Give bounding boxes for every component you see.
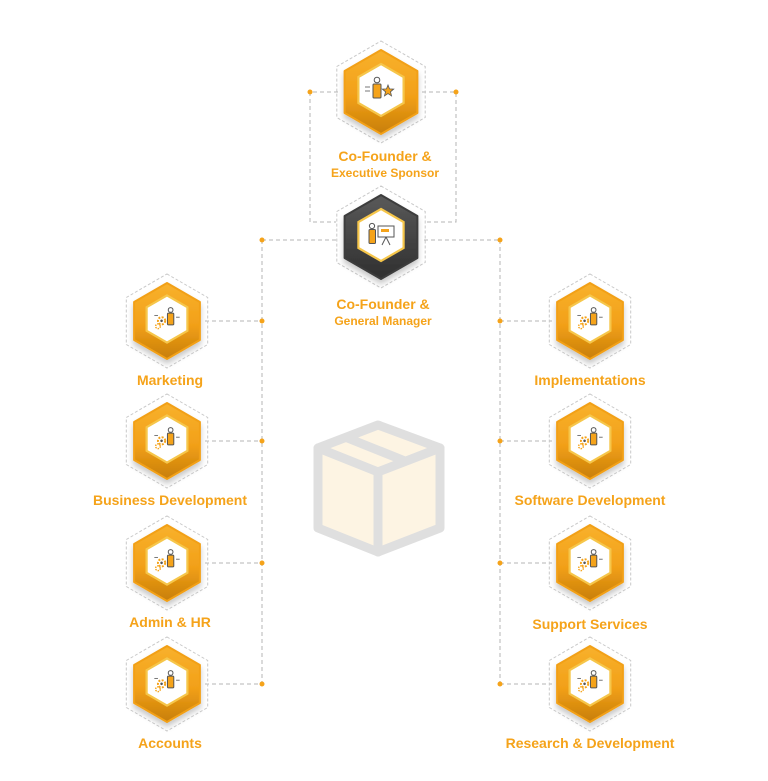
node-label-business-development: Business Development [70,492,270,508]
connector-left-branches [205,320,262,685]
node-marketing [125,273,209,369]
node-label-executive-sponsor: Co-Founder & Executive Sponsor [310,148,460,180]
person-gears-icon [154,427,180,450]
support-services-label: Support Services [532,616,648,632]
marketing-label: Marketing [136,372,204,388]
connector-sponsor-right [422,91,457,223]
node-label-implementations: Implementations [490,372,690,388]
node-research-development [548,636,632,732]
node-executive-sponsor [336,40,426,144]
person-gears-icon [577,307,603,330]
connector-dots [259,89,503,687]
business-development-label: Business Development [92,492,248,508]
presentation-board-icon [368,222,395,246]
person-gears-icon [154,307,180,330]
node-label-support-services: Support Services [490,616,690,632]
person-gears-icon [154,549,180,572]
general-manager-subtitle: General Manager [334,314,432,328]
connectors [205,91,552,685]
executive-sponsor-title: Co-Founder & [338,148,432,164]
person-gears-icon [577,670,603,693]
node-business-development [125,393,209,489]
box-icon [313,420,445,557]
node-software-development [548,393,632,489]
node-label-marketing: Marketing [70,372,270,388]
node-label-general-manager: Co-Founder & General Manager [308,296,458,328]
admin-hr-label: Admin & HR [129,614,211,630]
person-gears-icon [577,549,603,572]
executive-sponsor-subtitle: Executive Sponsor [330,166,440,180]
node-label-software-development: Software Development [490,492,690,508]
research-development-label: Research & Development [505,735,675,751]
node-support-services [548,515,632,611]
node-implementations [548,273,632,369]
node-label-accounts: Accounts [70,735,270,751]
accounts-label: Accounts [138,735,202,751]
person-gears-icon [577,427,603,450]
node-admin-hr [125,515,209,611]
node-label-admin-hr: Admin & HR [70,614,270,630]
implementations-label: Implementations [534,372,646,388]
node-accounts [125,636,209,732]
connector-sponsor-left [309,91,338,223]
node-general-manager [336,185,426,289]
node-label-research-development: Research & Development [490,735,690,751]
general-manager-title: Co-Founder & [336,296,430,312]
person-star-icon [365,76,395,99]
person-gears-icon [154,670,180,693]
software-development-label: Software Development [514,492,666,508]
